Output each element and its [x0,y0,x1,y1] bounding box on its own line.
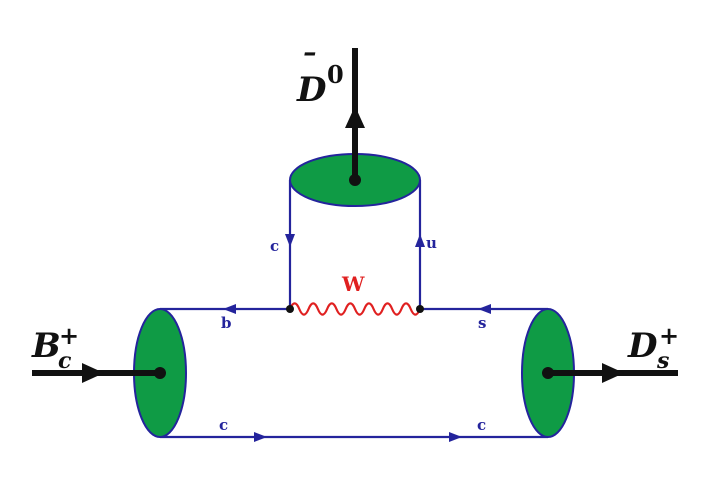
meson-lines [32,48,678,376]
b-arrow [223,304,236,314]
final-blob-center [542,367,554,379]
quark-label-c-vertical: c [270,237,279,255]
c-arrow-bottom-left [254,432,267,442]
quark-arrows [223,234,491,442]
initial-meson-arrow [82,363,104,383]
initial-blob-center [154,367,166,379]
vertex-right [416,305,424,313]
final-meson-arrow [602,363,624,383]
u-arrow-vertical [415,234,425,247]
top-meson-symbol: D [296,70,327,110]
final-meson-symbol: D [627,326,658,366]
quark-label-c-bottom-left: c [219,416,228,434]
initial-meson-subscript: c [58,348,72,374]
final-meson-subscript: s [656,348,669,374]
w-boson-line [288,302,422,316]
top-meson-arrow [345,106,365,128]
top-meson-superscript: 0 [327,60,344,89]
vertex-left [286,305,294,313]
final-meson-label: D s + [627,321,679,374]
quark-label-s: s [478,314,486,332]
s-arrow [478,304,491,314]
c-arrow-bottom-right [449,432,462,442]
initial-meson-label: B c + [31,321,79,374]
top-meson-bar: ¯ [299,47,316,87]
c-arrow-vertical [285,234,295,247]
top-blob-center [349,174,361,186]
w-boson-label: W [341,272,365,296]
initial-meson-superscript: + [59,321,79,350]
quark-label-u-vertical: u [426,234,437,252]
top-meson-label: ¯ D 0 [296,47,344,110]
quark-label-c-bottom-right: c [477,416,486,434]
final-meson-superscript: + [659,321,679,350]
initial-meson-symbol: B [31,326,61,366]
quark-label-b: b [221,314,232,332]
